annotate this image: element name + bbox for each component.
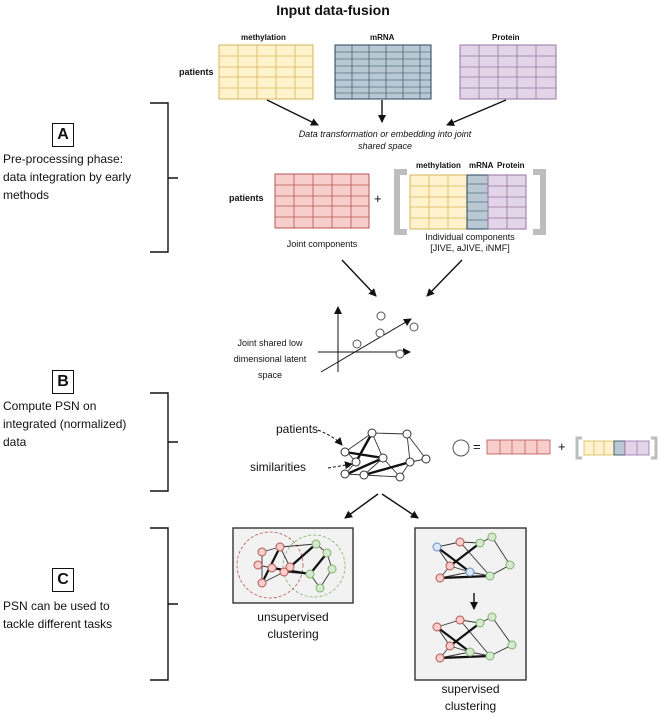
arrow-to-unsupervised	[344, 493, 379, 519]
legend-equals: =	[473, 439, 481, 454]
joint-components-matrix	[274, 173, 370, 229]
arrow-joint-latent	[341, 259, 377, 297]
step-b-badge: B	[52, 370, 74, 394]
individual-components-matrix	[409, 174, 527, 230]
node-legend-circle	[452, 439, 470, 457]
arrow-individual-latent	[426, 259, 463, 297]
step-a-text: Pre-processing phase: data integration b…	[3, 152, 132, 202]
arrow-to-supervised	[381, 493, 419, 519]
psn-similarities-label: similarities	[250, 460, 307, 474]
legend-individual-strip	[583, 440, 650, 456]
individual-protein-header: Protein	[497, 161, 525, 170]
step-c-badge: C	[52, 568, 74, 592]
supervised-panel	[414, 527, 527, 681]
joint-patients-label: patients	[229, 193, 264, 203]
bracket-c	[150, 527, 178, 681]
legend-right-bracket	[651, 436, 658, 460]
individual-components-label: Individual components	[425, 232, 515, 242]
methylation-input-matrix	[218, 44, 314, 100]
transform-caption: Data transformation or embedding into jo…	[298, 129, 472, 151]
latent-space-label: Joint shared low dimensional latent spac…	[233, 338, 307, 380]
individual-mrna-header: mRNA	[469, 161, 494, 170]
mrna-header: mRNA	[370, 33, 395, 42]
legend-plus: +	[558, 439, 566, 454]
step-b-text: Compute PSN on integrated (normalized) d…	[3, 399, 127, 449]
bracket-a	[150, 102, 178, 253]
latent-space-plot	[318, 306, 419, 373]
bracket-b	[150, 392, 178, 492]
step-c-text: PSN can be used to tackle different task…	[3, 599, 113, 631]
diagram-title: Input data-fusion	[276, 2, 390, 18]
psn-patients-label: patients	[276, 422, 319, 436]
methylation-header: methylation	[241, 33, 286, 42]
unsupervised-label: unsupervised clustering	[257, 610, 329, 641]
legend-left-bracket	[575, 436, 582, 460]
supervised-label: supervised clustering	[441, 682, 500, 713]
arrow-methylation	[266, 99, 319, 126]
unsupervised-panel	[232, 527, 354, 604]
psn-network	[340, 428, 431, 482]
mrna-input-matrix	[334, 44, 432, 100]
individual-methods-label: [JIVE, aJIVE, iNMF]	[430, 243, 510, 253]
joint-components-label: Joint components	[286, 239, 358, 249]
patients-dashed-arrow	[317, 429, 343, 446]
plus-sign: +	[374, 191, 382, 206]
protein-header: Protein	[492, 33, 520, 42]
legend-joint-strip	[486, 439, 551, 455]
similarities-dashed-arrow	[327, 461, 353, 470]
individual-methylation-header: methylation	[416, 161, 461, 170]
patients-row-label: patients	[179, 67, 214, 77]
protein-input-matrix	[459, 44, 557, 100]
arrow-protein	[446, 99, 507, 126]
individual-left-bracket	[394, 169, 407, 235]
step-a-badge: A	[52, 123, 74, 147]
individual-right-bracket	[533, 169, 546, 235]
